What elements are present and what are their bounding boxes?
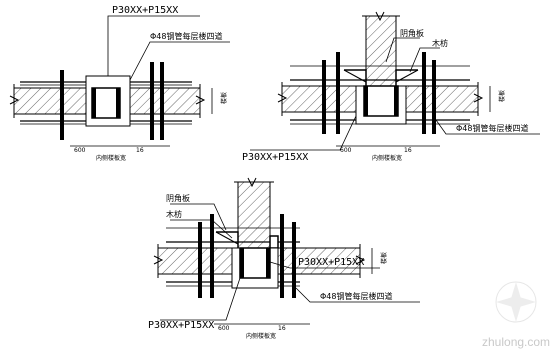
- d2-wall: [365, 15, 397, 87]
- d2-steel-right: [394, 86, 398, 116]
- d3-post-2: [210, 214, 214, 298]
- d3-height-label: 楼板: [380, 252, 388, 264]
- d3-leader-code-left: [160, 277, 241, 321]
- d2-post-2: [336, 52, 340, 134]
- d1-height-label: 楼板: [220, 92, 228, 104]
- d3-post-4: [292, 222, 296, 298]
- d1-code-label: P30XX+P15XX: [112, 5, 178, 16]
- d2-leader-code: [250, 115, 357, 151]
- d3-code-label-left: P30XX+P15XX: [148, 320, 214, 331]
- d2-wall-break: [362, 11, 400, 22]
- d2-dim-side: 16: [404, 147, 412, 154]
- d3-steel-left: [240, 248, 244, 278]
- d2-dim-note: 内侧楼板宽: [372, 154, 402, 162]
- d1-break-right: [195, 84, 206, 118]
- d2-dim-main: 600: [340, 147, 352, 154]
- d3-wall-break: [234, 177, 274, 188]
- d2-code-label: P30XX+P15XX: [242, 152, 308, 163]
- d3-wall: [237, 181, 271, 249]
- d1-steel-left: [92, 88, 96, 118]
- d1-dim-note: 内侧楼板宽: [96, 154, 126, 162]
- d3-dim-main: 600: [218, 325, 230, 332]
- d3-brace-left: [215, 231, 239, 245]
- d2-brace-right: [395, 69, 419, 83]
- detail-2: [250, 11, 540, 151]
- d3-steel-right: [266, 248, 270, 278]
- d2-leader-pipe: [435, 119, 540, 135]
- d3-leader-wood: [170, 219, 233, 239]
- d2-steel-left: [364, 86, 368, 116]
- d1-post-1: [60, 70, 64, 140]
- watermark-logo: [495, 281, 537, 323]
- d3-corner-left: [216, 231, 239, 248]
- d2-leader-corner: [385, 37, 420, 63]
- d3-dim-side: 16: [278, 325, 286, 332]
- d3-corner-label: 阴角板: [166, 193, 190, 203]
- d3-wood-label: 木枋: [166, 209, 182, 219]
- d3-break-right: [355, 244, 366, 278]
- d3-dim-note: 内侧楼板宽: [246, 332, 276, 340]
- d2-corner-right: [395, 69, 418, 86]
- d3-leader-corner: [170, 203, 227, 231]
- d3-formwork-inner: [239, 247, 271, 279]
- d1-formwork-inner: [91, 87, 121, 119]
- d2-break-right: [473, 82, 484, 116]
- d1-leader-code: [107, 15, 200, 76]
- d1-steel-right: [116, 88, 120, 118]
- d1-post-2: [150, 62, 154, 140]
- d2-corner-left: [344, 69, 367, 86]
- d2-post-4: [432, 60, 436, 134]
- d3-pipe-label: Φ48钢管每层楼四道: [320, 291, 392, 301]
- d2-leader-wood: [409, 47, 440, 73]
- d3-break-left: [153, 244, 164, 278]
- detail-1: [9, 15, 230, 147]
- d3-code-label-right: P30XX+P15XX: [298, 257, 364, 268]
- d2-wood-label: 木枋: [432, 38, 448, 48]
- d2-corner-label: 阴角板: [400, 28, 424, 38]
- watermark-text: zhulong.com: [482, 335, 550, 349]
- d1-leader-pipe: [129, 41, 230, 81]
- d1-pipe-label: Φ48钢管每层楼四道: [150, 31, 222, 41]
- d3-post-3: [280, 214, 284, 298]
- d3-corner-right: [269, 235, 279, 249]
- detail-3: [153, 177, 420, 325]
- d3-post-1: [198, 222, 202, 298]
- d2-post-1: [322, 60, 326, 134]
- d1-post-3: [160, 62, 164, 140]
- d2-break-left: [277, 82, 288, 116]
- d1-break-left: [9, 84, 20, 118]
- d1-dim-side: 16: [136, 147, 144, 154]
- d3-leader-pipe: [295, 287, 420, 303]
- d2-pipe-label: Φ48钢管每层楼四道: [456, 123, 528, 133]
- d2-post-3: [422, 52, 426, 134]
- d2-height-label: 楼板: [498, 90, 506, 102]
- d3-leader-code-right: [269, 261, 380, 269]
- d2-brace-left: [343, 69, 367, 83]
- d1-dim-main: 600: [74, 147, 86, 154]
- d2-formwork-inner: [363, 85, 399, 117]
